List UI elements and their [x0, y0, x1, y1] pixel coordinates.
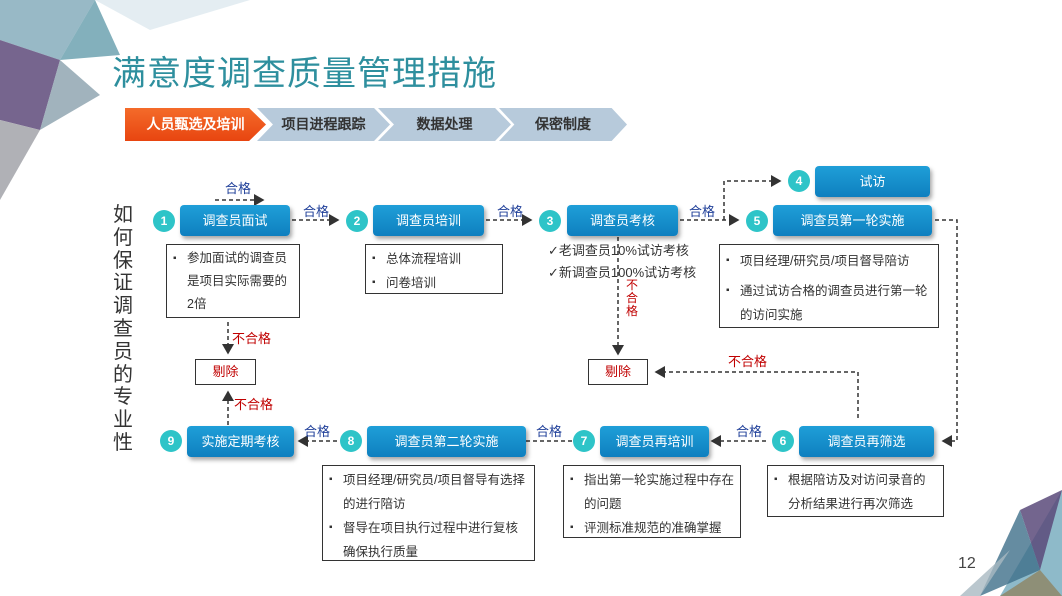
pass-label-1-2: 合格	[303, 204, 330, 219]
fail-label-interview: 不合格	[232, 331, 272, 346]
pass-label-7-8: 合格	[536, 424, 563, 439]
arrow-3-4	[723, 175, 782, 220]
arrow-6-remove	[654, 366, 859, 418]
tab-personnel-selection[interactable]: 人员甄选及培训	[125, 108, 266, 141]
assessment-note-new: ✓新调查员100%试访考核	[548, 265, 697, 280]
step-badge-4: 4	[788, 170, 810, 192]
step-training[interactable]: 调查员培训	[373, 205, 484, 236]
tab-confidentiality[interactable]: 保密制度	[499, 108, 627, 141]
step-badge-2: 2	[346, 210, 368, 232]
page-number: 12	[958, 555, 976, 572]
step-assessment[interactable]: 调查员考核	[567, 205, 678, 236]
step-periodic-assessment[interactable]: 实施定期考核	[187, 426, 294, 457]
detail-item: 项目经理/研究员/项目督导有选择的进行陪访	[329, 468, 528, 516]
step-badge-1: 1	[153, 210, 175, 232]
step-badge-7: 7	[573, 430, 595, 452]
detail-box-second-round: 项目经理/研究员/项目督导有选择的进行陪访 督导在项目执行过程中进行复核确保执行…	[322, 465, 535, 561]
fail-label-rescreening: 不合格	[728, 354, 768, 369]
corner-decoration-top-left	[0, 0, 250, 200]
step-first-round[interactable]: 调查员第一轮实施	[773, 205, 932, 236]
detail-box-interview: 参加面试的调查员是项目实际需要的2倍	[166, 244, 300, 318]
detail-item: 参加面试的调查员是项目实际需要的2倍	[173, 247, 293, 316]
arrow-5-6	[935, 219, 958, 447]
detail-item: 总体流程培训	[372, 247, 496, 271]
detail-box-first-round: 项目经理/研究员/项目督导陪访 通过试访合格的调查员进行第一轮的访问实施	[719, 244, 939, 328]
step-retraining[interactable]: 调查员再培训	[600, 426, 709, 457]
pass-label-3-5: 合格	[689, 204, 716, 219]
step-badge-9: 9	[160, 430, 182, 452]
detail-item: 根据陪访及对访问录音的分析结果进行再次筛选	[774, 468, 937, 516]
assessment-note-old: ✓老调查员10%试访考核	[548, 243, 689, 258]
step-trial-interview[interactable]: 试访	[815, 166, 930, 197]
step-badge-3: 3	[539, 210, 561, 232]
pass-label-top: 合格	[225, 181, 252, 196]
step-rescreening[interactable]: 调查员再筛选	[799, 426, 934, 457]
tab-data-processing[interactable]: 数据处理	[378, 108, 511, 141]
corner-decoration-bottom-right	[960, 490, 1062, 596]
remove-box-left: 剔除	[195, 359, 256, 385]
detail-item: 指出第一轮实施过程中存在的问题	[570, 468, 734, 516]
detail-item: 问卷培训	[372, 271, 496, 295]
step-badge-8: 8	[340, 430, 362, 452]
step-badge-6: 6	[772, 430, 794, 452]
step-badge-5: 5	[746, 210, 768, 232]
detail-box-rescreening: 根据陪访及对访问录音的分析结果进行再次筛选	[767, 465, 944, 517]
detail-item: 项目经理/研究员/项目督导陪访	[726, 249, 932, 273]
detail-item: 评测标准规范的准确掌握	[570, 516, 734, 540]
pass-label-8-9: 合格	[304, 424, 331, 439]
detail-item: 通过试访合格的调查员进行第一轮的访问实施	[726, 279, 932, 327]
tab-project-tracking[interactable]: 项目进程跟踪	[257, 108, 390, 141]
step-interview[interactable]: 调查员面试	[180, 205, 290, 236]
detail-box-retraining: 指出第一轮实施过程中存在的问题 评测标准规范的准确掌握	[563, 465, 741, 540]
step-second-round[interactable]: 调查员第二轮实施	[367, 426, 526, 457]
detail-item: 督导在项目执行过程中进行复核确保执行质量	[329, 516, 528, 564]
page-title: 满意度调查质量管理措施	[112, 55, 497, 93]
fail-label-assessment: 不 合 格	[626, 278, 639, 318]
side-heading: 如何保证调查员的专业性	[113, 204, 133, 454]
pass-label-6-7: 合格	[736, 424, 763, 439]
detail-box-training: 总体流程培训 问卷培训	[365, 244, 503, 295]
remove-box-middle: 剔除	[588, 359, 648, 385]
pass-label-2-3: 合格	[497, 204, 524, 219]
fail-label-periodic: 不合格	[234, 397, 274, 412]
